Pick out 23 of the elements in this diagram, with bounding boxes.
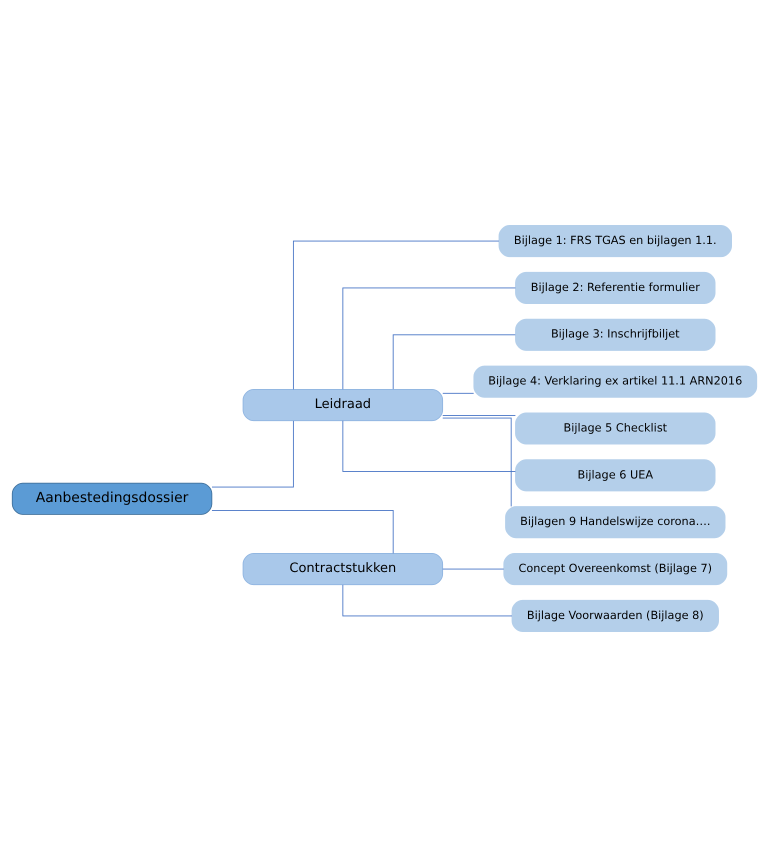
node-box: Bijlage 4: Verklaring ex artikel 11.1 ARN2016 bbox=[473, 365, 758, 398]
connector bbox=[442, 417, 512, 506]
node-box: Concept Overeenkomst (Bijlage 7) bbox=[503, 552, 728, 585]
connector bbox=[342, 584, 512, 616]
node-box: Contractstukken bbox=[242, 552, 444, 585]
node-box: Leidraad bbox=[242, 388, 444, 421]
node-box: Bijlage Voorwaarden (Bijlage 8) bbox=[512, 599, 719, 632]
connector bbox=[442, 414, 516, 416]
node-box: Bijlage 1: FRS TGAS en bijlagen 1.1. bbox=[498, 224, 732, 257]
connector bbox=[392, 334, 516, 390]
connector bbox=[342, 420, 516, 472]
connector bbox=[442, 568, 504, 569]
connector bbox=[212, 420, 294, 487]
connector bbox=[212, 510, 394, 554]
connector bbox=[342, 287, 516, 390]
node-box: Bijlagen 9 Handelswijze corona…. bbox=[505, 506, 726, 538]
node-box: Aanbestedingsdossier bbox=[12, 482, 212, 514]
node-box: Bijlage 3: Inschrijfbiljet bbox=[515, 318, 716, 350]
connector bbox=[442, 392, 474, 394]
node-box: Bijlage 6 UEA bbox=[515, 458, 716, 491]
node-box: Bijlage 2: Referentie formulier bbox=[515, 271, 716, 304]
connector bbox=[292, 240, 500, 390]
node-box: Bijlage 5 Checklist bbox=[515, 412, 716, 444]
